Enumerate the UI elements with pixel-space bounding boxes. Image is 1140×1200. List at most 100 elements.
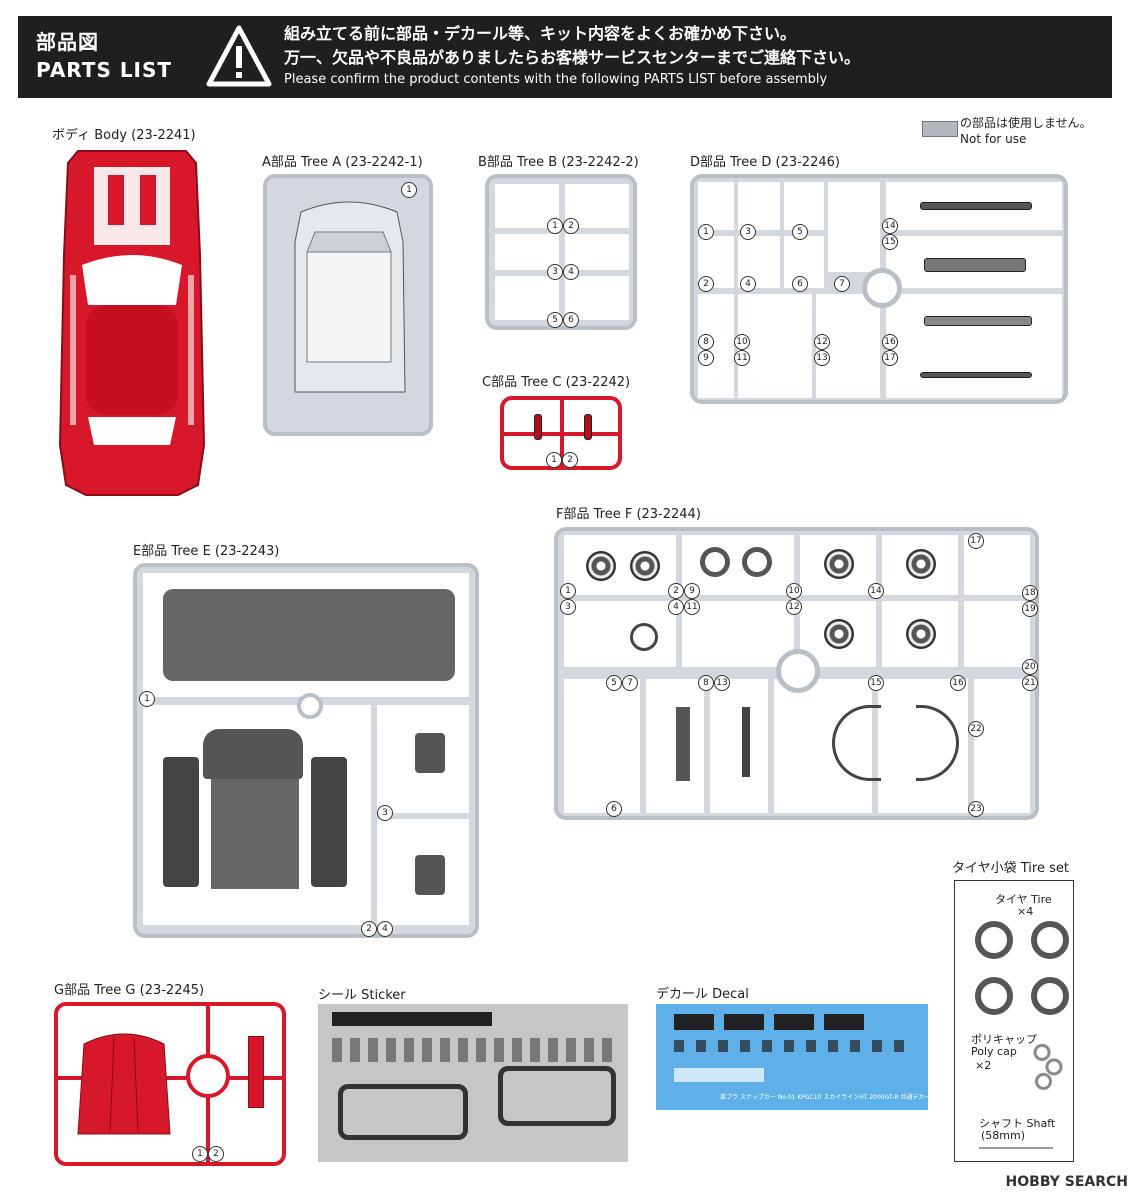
tire-part (975, 921, 1013, 959)
part-number: 2 (698, 276, 714, 292)
part-number: 15 (868, 675, 884, 691)
wheel-part (906, 619, 936, 649)
seat-part (415, 733, 445, 773)
shaft-part (979, 1147, 1053, 1149)
seat-back-part (203, 729, 303, 779)
part-number: 3 (560, 599, 576, 615)
part-number: 3 (377, 805, 393, 821)
tire-part (975, 977, 1013, 1015)
tree-c-frame: 1 2 (500, 396, 622, 470)
part-number: 16 (882, 334, 898, 350)
part-number: 3 (547, 264, 563, 280)
part-number: 14 (868, 583, 884, 599)
floor-part (211, 779, 299, 889)
part-number: 2 (208, 1146, 224, 1162)
door-panel-right (311, 757, 347, 887)
part-number: 18 (1022, 585, 1038, 601)
part-number: 2 (361, 921, 377, 937)
polycap-jp: ポリキャップ (971, 1033, 1037, 1046)
part-number: 9 (698, 350, 714, 366)
part-number: 19 (1022, 601, 1038, 617)
part-number: 2 (562, 452, 578, 468)
warning-en-line: Please confirm the product contents with… (284, 72, 828, 87)
shaft-length: (58mm) (981, 1129, 1026, 1142)
part-number: 2 (563, 218, 579, 234)
part-number: 1 (192, 1146, 208, 1162)
tire-label: タイヤ Tire (995, 893, 1052, 906)
exhaust-part (742, 707, 750, 777)
part-number: 21 (1022, 675, 1038, 691)
tire-part (1031, 921, 1069, 959)
part-number: 22 (968, 721, 984, 737)
tree-g-label: G部品 Tree G (23-2245) (54, 983, 205, 998)
title-block: 部品図 PARTS LIST (36, 28, 172, 84)
axle-part (676, 707, 690, 781)
part-number: 6 (606, 801, 622, 817)
part-number: 5 (606, 675, 622, 691)
part-number: 13 (814, 350, 830, 366)
decal-sheet: 楽プラ スナップカー No.01 KPGC10 スカイラインHT 2000GT-… (656, 1004, 936, 1110)
part-number: 20 (1022, 659, 1038, 675)
tire-qty: ×4 (1017, 905, 1034, 918)
part-number: 1 (547, 218, 563, 234)
part-number: 1 (698, 224, 714, 240)
decal-footer: 楽プラ スナップカー No.01 KPGC10 スカイラインHT 2000GT-… (720, 1094, 937, 1101)
part-number: 7 (622, 675, 638, 691)
polycap-part (1033, 1035, 1063, 1093)
title-jp: 部品図 (36, 30, 99, 54)
part-number: 1 (401, 182, 417, 198)
part-number: 23 (968, 801, 984, 817)
wheel-part (630, 551, 660, 581)
not-for-use-swatch (922, 121, 958, 137)
part-number: 10 (786, 583, 802, 599)
steering-wheel-part (630, 623, 658, 651)
polycap-qty: ×2 (975, 1059, 992, 1072)
decal-label: デカール Decal (656, 987, 749, 1002)
warning-jp-line1: 組み立てる前に部品・デカール等、キット内容をよくお確かめ下さい。 (284, 24, 797, 43)
tree-b-frame: 1 2 3 4 5 6 (485, 174, 637, 330)
part-number: 9 (684, 583, 700, 599)
part-number: 6 (563, 312, 579, 328)
part-number: 4 (740, 276, 756, 292)
car-body-part (58, 150, 206, 496)
seat-part (415, 855, 445, 895)
warning-jp-line2: 万一、欠品や不良品がありましたらお客様サービスセンターまでご連絡下さい。 (284, 48, 861, 67)
wheel-part (824, 619, 854, 649)
brake-disc-part (742, 547, 772, 577)
part-number: 1 (139, 691, 155, 707)
tree-d-label: D部品 Tree D (23-2246) (690, 155, 840, 170)
tree-e-label: E部品 Tree E (23-2243) (133, 544, 280, 559)
part-number: 2 (668, 583, 684, 599)
part-number: 17 (968, 533, 984, 549)
wheel-part (586, 551, 616, 581)
part-number: 11 (734, 350, 750, 366)
warning-text: 組み立てる前に部品・デカール等、キット内容をよくお確かめ下さい。 万一、欠品や不… (284, 22, 860, 90)
tree-c-label: C部品 Tree C (23-2242) (482, 375, 631, 390)
part-number: 16 (950, 675, 966, 691)
part-number: 4 (668, 599, 684, 615)
tire-part (1031, 977, 1069, 1015)
tree-a-frame: 1 (263, 174, 433, 436)
interior-tub-part (294, 201, 406, 393)
legend-jp: の部品は使用しません。 (960, 116, 1092, 130)
tire-set-box: タイヤ Tire ×4 ポリキャップ Poly cap ×2 シャフト Shaf… (954, 880, 1074, 1162)
wheel-part (906, 549, 936, 579)
part-number: 4 (377, 921, 393, 937)
chassis-part (163, 589, 455, 681)
tree-b-label: B部品 Tree B (23-2242-2) (478, 155, 639, 170)
body-label: ボディ Body (23-2241) (52, 128, 196, 143)
hood-part (77, 1033, 171, 1135)
windshield-sticker (338, 1084, 468, 1140)
part-number: 5 (792, 224, 808, 240)
door-panel-left (163, 757, 199, 887)
part-number: 13 (714, 675, 730, 691)
sprue-ring (862, 268, 902, 308)
part-number: 11 (684, 599, 700, 615)
wheel-part (824, 549, 854, 579)
brake-disc-part (700, 547, 730, 577)
watermark: HOBBY SEARCH (1005, 1174, 1128, 1190)
trim-part (248, 1036, 264, 1108)
part-number: 1 (546, 452, 562, 468)
tree-a-label: A部品 Tree A (23-2242-1) (262, 155, 423, 170)
part-number: 17 (882, 350, 898, 366)
